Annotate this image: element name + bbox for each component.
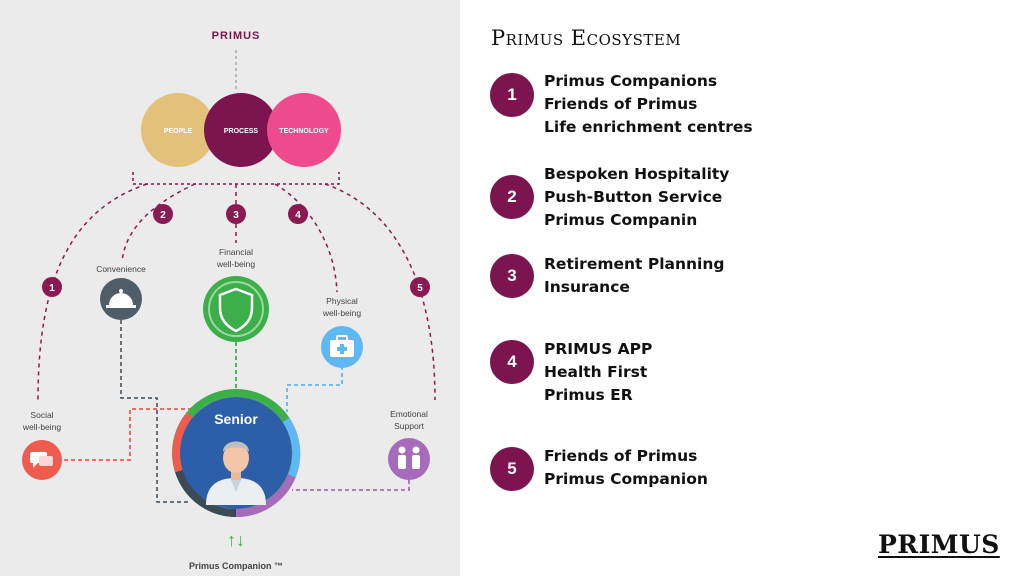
- item-line: Friends of Primus: [544, 95, 698, 113]
- emotional-connector: [292, 480, 410, 491]
- exchange-arrows: ↑↓: [227, 530, 245, 550]
- badge-5: [410, 277, 430, 297]
- item-line: PRIMUS APP: [544, 340, 653, 358]
- badge-4: [288, 204, 308, 224]
- emotional-label-2: Support: [394, 421, 424, 431]
- item-lines: Retirement Planning Insurance: [544, 253, 724, 299]
- social-label-1: Social: [30, 410, 53, 420]
- item-line: Primus ER: [544, 386, 633, 404]
- badge-1-num: 1: [49, 283, 55, 294]
- companion-label: Primus Companion ™: [189, 561, 283, 571]
- item-line: Push-Button Service: [544, 188, 723, 206]
- item-line: Life enrichment centres: [544, 118, 753, 136]
- item-number-badge: 4: [490, 340, 534, 384]
- item-lines: Primus Companions Friends of Primus Life…: [544, 70, 753, 139]
- item-line: Friends of Primus: [544, 447, 698, 465]
- financial-label-1: Financial: [219, 247, 253, 257]
- people-label: PEOPLE: [164, 128, 193, 135]
- item-line: Health First: [544, 363, 648, 381]
- item-line: Insurance: [544, 278, 630, 296]
- social-connector: [64, 408, 200, 461]
- emotional-label-1: Emotional: [390, 409, 428, 419]
- convenience-connector: [120, 320, 190, 503]
- item-line: Primus Companions: [544, 72, 718, 90]
- medical-kit-icon: [321, 326, 363, 368]
- badge-4-num: 4: [295, 210, 301, 221]
- people-circle: [141, 93, 215, 167]
- physical-label-1: Physical: [326, 296, 358, 306]
- primus-logo: PRIMUS: [878, 530, 1000, 559]
- connector-4: [274, 183, 338, 293]
- connector-2: [121, 183, 196, 263]
- item-lines: PRIMUS APP Health First Primus ER: [544, 338, 652, 407]
- item-line: Bespoken Hospitality: [544, 165, 730, 183]
- senior-label: Senior: [214, 411, 258, 427]
- item-number-badge: 1: [490, 73, 534, 117]
- physical-connector: [286, 366, 343, 412]
- people-support-icon: [388, 438, 430, 480]
- item-lines: Friends of Primus Primus Companion: [544, 445, 708, 491]
- item-line: Retirement Planning: [544, 255, 725, 273]
- senior-avatar: [206, 441, 266, 505]
- item-lines: Bespoken Hospitality Push-Button Service…: [544, 163, 729, 232]
- connector-1: [37, 183, 148, 401]
- bell-icon: [100, 278, 142, 320]
- speech-bubble-icon: [22, 440, 62, 480]
- badge-1: [42, 277, 62, 297]
- badge-3: [226, 204, 246, 224]
- badge-2-num: 2: [160, 210, 166, 221]
- item-number-badge: 2: [490, 175, 534, 219]
- physical-label-2: well-being: [322, 308, 362, 318]
- badge-5-num: 5: [417, 283, 423, 294]
- panel-title: Primus Ecosystem: [491, 26, 682, 50]
- senior-ring: [172, 389, 301, 518]
- process-circle: [204, 93, 278, 167]
- badge-2: [153, 204, 173, 224]
- bracket: [132, 172, 340, 185]
- item-line: Primus Companin: [544, 211, 698, 229]
- ecosystem-diagram: PRIMUS PEOPLE PROCESS TECHNOLOGY 1 2 3 4…: [0, 0, 460, 576]
- item-number-badge: 5: [490, 447, 534, 491]
- connector-5: [324, 183, 436, 401]
- diagram-brand: PRIMUS: [212, 30, 261, 42]
- diagram-canvas: PRIMUS PEOPLE PROCESS TECHNOLOGY 1 2 3 4…: [22, 30, 436, 571]
- process-label: PROCESS: [224, 128, 259, 135]
- badge-3-num: 3: [233, 210, 239, 221]
- technology-circle: [267, 93, 341, 167]
- technology-label: TECHNOLOGY: [279, 128, 329, 135]
- financial-label-2: well-being: [216, 259, 256, 269]
- convenience-label: Convenience: [96, 264, 146, 274]
- social-label-2: well-being: [22, 422, 62, 432]
- item-line: Primus Companion: [544, 470, 708, 488]
- item-number-badge: 3: [490, 254, 534, 298]
- shield-icon: [203, 276, 269, 342]
